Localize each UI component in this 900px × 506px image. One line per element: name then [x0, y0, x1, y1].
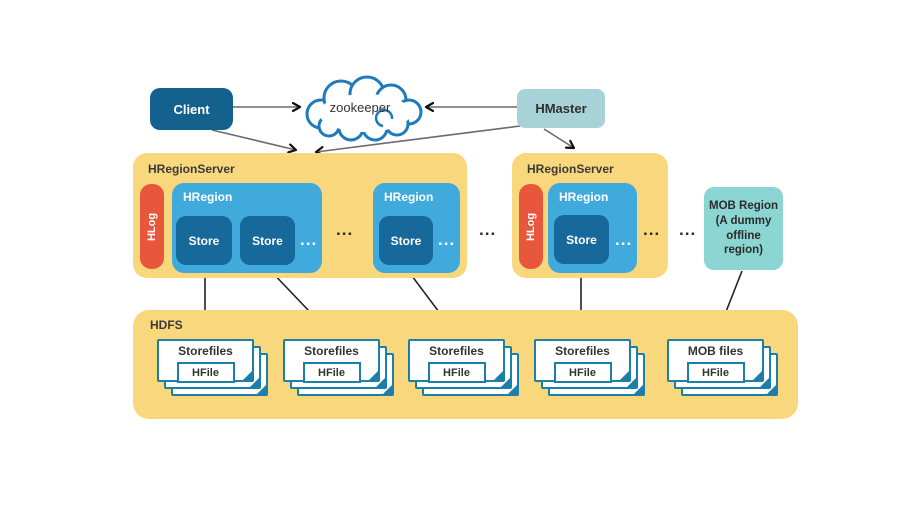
more-regions-ellipsis: ...: [643, 220, 661, 239]
region-server-2: HRegionServer HLog HRegion Store ... ...: [512, 153, 668, 278]
page-curl-icon: [620, 371, 629, 380]
file-card-front: MOB files HFile: [667, 339, 764, 383]
stack-title: Storefiles: [178, 344, 233, 358]
mob-region-node: MOB Region (A dummy offline region): [704, 187, 783, 270]
store-1a2: Store: [240, 216, 295, 265]
mob-region-line: MOB Region: [709, 199, 778, 212]
mob-region-line: offline: [726, 229, 761, 242]
store-1b1: Store: [379, 216, 433, 265]
more-stores-ellipsis: ...: [615, 230, 633, 249]
hfile-box: HFile: [176, 362, 235, 383]
store-1a1: Store: [176, 216, 232, 265]
page-curl-icon: [376, 378, 385, 387]
mob-region-line: region): [724, 244, 763, 257]
file-card-front: Storefiles HFile: [283, 339, 380, 383]
page-curl-icon: [627, 378, 636, 387]
page-curl-icon: [753, 371, 762, 380]
hmaster-node: HMaster: [517, 89, 605, 128]
store-1a2-label: Store: [252, 233, 283, 248]
hlog-1: HLog: [140, 184, 164, 269]
page-curl-icon: [501, 378, 510, 387]
file-card-front: Storefiles HFile: [534, 339, 631, 383]
stack-title: Storefiles: [429, 344, 484, 358]
page-curl-icon: [383, 385, 392, 394]
storefiles-stack-3: Storefiles HFile: [408, 339, 522, 399]
storefiles-stack-2: Storefiles HFile: [283, 339, 397, 399]
hregion-2a: HRegion Store ...: [548, 183, 637, 273]
more-regions-ellipsis: ...: [336, 220, 354, 239]
hregion-1b-label: HRegion: [384, 190, 434, 204]
region-server-1-label: HRegionServer: [148, 162, 235, 176]
hfile-box: HFile: [302, 362, 361, 383]
hregion-1a-label: HRegion: [183, 190, 233, 204]
more-stores-ellipsis: ...: [300, 230, 318, 249]
page-curl-icon: [243, 371, 252, 380]
mob-region-line: (A dummy: [715, 214, 772, 227]
file-card-front: Storefiles HFile: [408, 339, 505, 383]
zookeeper-label: zookeeper: [329, 100, 391, 115]
hdfs-label: HDFS: [150, 318, 183, 332]
stack-title: Storefiles: [304, 344, 359, 358]
region-server-2-label: HRegionServer: [527, 162, 614, 176]
more-stores-ellipsis: ...: [438, 230, 456, 249]
hlog-2-label: HLog: [525, 212, 538, 241]
store-1b1-label: Store: [390, 233, 422, 248]
page-curl-icon: [767, 385, 776, 394]
hregion-1a: HRegion Store Store ...: [172, 183, 322, 273]
stack-title: MOB files: [687, 344, 744, 358]
store-2a1: Store: [554, 215, 609, 264]
store-1a1-label: Store: [188, 233, 220, 248]
hlog-1-label: HLog: [146, 212, 159, 241]
storefiles-stack-1: Storefiles HFile: [157, 339, 271, 399]
mob-files-stack: MOB files HFile: [667, 339, 781, 399]
hfile-box: HFile: [427, 362, 486, 383]
storefiles-stack-4: Storefiles HFile: [534, 339, 648, 399]
page-curl-icon: [250, 378, 259, 387]
client-label: Client: [173, 101, 210, 117]
hlog-2: HLog: [519, 184, 543, 269]
mob-ellipsis: ...: [679, 220, 697, 239]
page-curl-icon: [634, 385, 643, 394]
hregion-2a-label: HRegion: [559, 190, 609, 204]
hregion-1b: HRegion Store ...: [373, 183, 460, 273]
hfile-box: HFile: [553, 362, 612, 383]
region-server-1: HRegionServer HLog HRegion Store Store .…: [133, 153, 467, 278]
page-curl-icon: [760, 378, 769, 387]
page-curl-icon: [494, 371, 503, 380]
stack-title: Storefiles: [555, 344, 610, 358]
store-2a1-label: Store: [566, 232, 597, 247]
hmaster-label: HMaster: [535, 101, 587, 116]
page-curl-icon: [369, 371, 378, 380]
file-card-front: Storefiles HFile: [157, 339, 254, 383]
page-curl-icon: [257, 385, 266, 394]
client-node: Client: [150, 88, 233, 130]
more-servers-ellipsis: ...: [479, 220, 497, 239]
page-curl-icon: [508, 385, 517, 394]
hfile-box: HFile: [686, 362, 745, 383]
